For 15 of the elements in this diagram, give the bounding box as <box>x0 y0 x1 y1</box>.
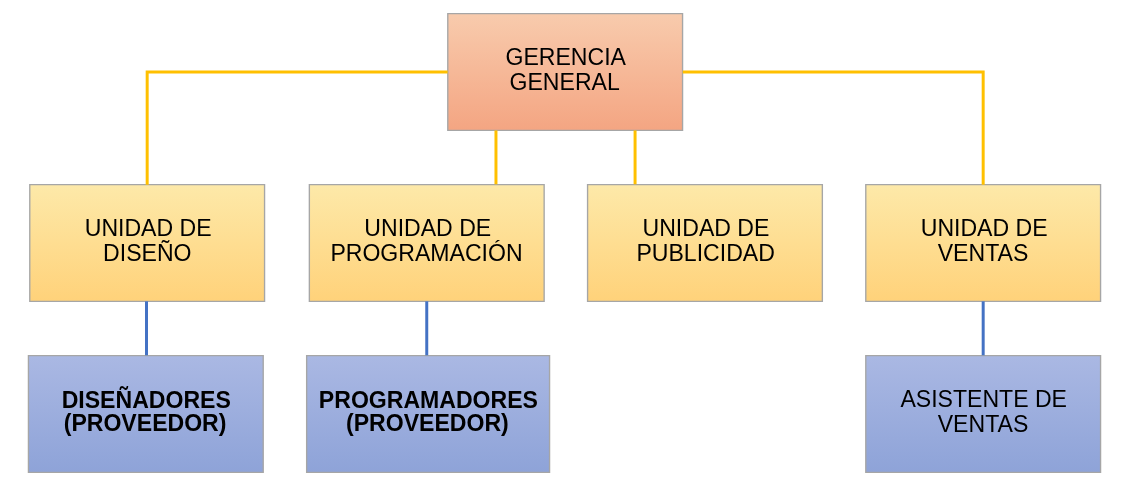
connector <box>424 301 428 356</box>
connector <box>144 301 148 356</box>
connector <box>633 130 637 185</box>
connector <box>493 130 497 185</box>
node-box: PROGRAMADORES (PROVEEDOR) <box>305 354 550 474</box>
node-box: DISEÑADORES (PROVEEDOR) <box>27 354 264 474</box>
node-box: ASISTENTE DE VENTAS <box>864 354 1101 474</box>
connector <box>682 70 985 185</box>
connector <box>145 70 448 185</box>
node-box: GERENCIA GENERAL <box>446 12 683 132</box>
node-box: UNIDAD DE PUBLICIDAD <box>586 183 823 303</box>
node-box: UNIDAD DE DISEÑO <box>28 183 265 303</box>
connector <box>981 301 985 356</box>
node-box: UNIDAD DE VENTAS <box>864 183 1101 303</box>
node-box: UNIDAD DE PROGRAMACIÓN <box>308 183 545 303</box>
